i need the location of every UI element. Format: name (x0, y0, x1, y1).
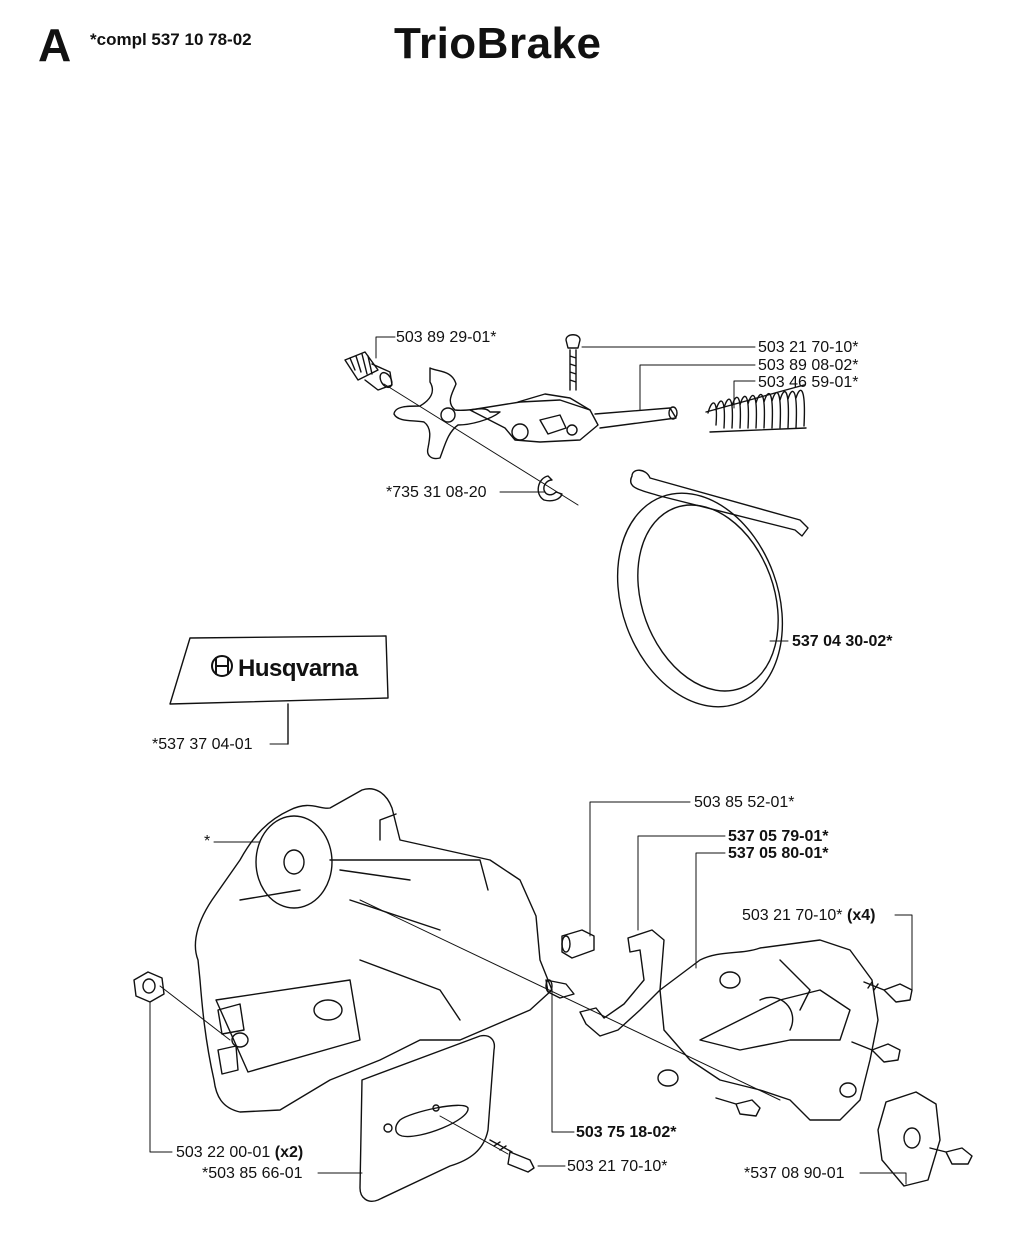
circlip-part (537, 475, 563, 502)
brake-band-part (616, 469, 809, 708)
short-pin-part (545, 979, 575, 999)
label-brake-rod: 503 89 08-02* (758, 357, 859, 374)
screw-axis-line (439, 1115, 509, 1155)
catcher-screw (929, 1147, 973, 1165)
housing-screws-part-number: 503 21 70-10* (742, 907, 843, 924)
nut-quantity: (x2) (274, 1144, 304, 1161)
top-screw-part (565, 334, 581, 391)
long-pin-part (561, 929, 595, 959)
label-bracket-b: 537 05 80-01* (728, 845, 829, 862)
chain-brake-housing-part (657, 939, 879, 1121)
label-catcher: *537 08 90-01 (744, 1165, 845, 1182)
label-nut: 503 22 00-01 (x2) (176, 1145, 303, 1161)
husqvarna-crown-icon (211, 655, 233, 677)
chain-guide-plate-part (359, 1034, 496, 1202)
complete-assembly-note: *compl 537 10 78-02 (90, 30, 252, 49)
bottom-screw-part (489, 1139, 535, 1173)
label-bracket-a: 537 05 79-01* (728, 828, 829, 845)
upper-axis-line (383, 383, 579, 506)
decal-plate (169, 635, 389, 745)
housing-screws-quantity: (x4) (846, 907, 876, 924)
label-cover-asterisk: * (204, 833, 211, 850)
brake-rod-part (594, 406, 678, 429)
label-spring: 503 46 59-01* (758, 374, 859, 391)
housing-screw-1 (863, 981, 913, 1003)
label-short-pin: 503 75 18-02* (576, 1124, 677, 1141)
label-brake-bushing: 503 89 29-01* (396, 329, 497, 346)
label-decal: *537 37 04-01 (152, 736, 253, 753)
nut-axis-line (159, 985, 231, 1041)
housing-screw-3 (715, 1097, 761, 1117)
label-bottom-screw: 503 21 70-10* (567, 1158, 668, 1175)
label-top-screw: 503 21 70-10* (758, 339, 859, 356)
brake-bracket-part (579, 929, 665, 1037)
clutch-cover-part (194, 788, 553, 1113)
lower-axis-line (359, 899, 781, 1101)
label-chain-plate: *503 85 66-01 (202, 1165, 303, 1182)
label-brake-band: 537 04 30-02* (792, 633, 893, 650)
nut-part-number: 503 22 00-01 (176, 1144, 271, 1161)
section-letter: A (38, 19, 72, 71)
chain-catcher-part (877, 1091, 941, 1187)
leader-lines (149, 336, 913, 1185)
page-title: TrioBrake (394, 19, 602, 68)
decal-brand-text: Husqvarna (238, 655, 358, 682)
label-long-pin: 503 85 52-01* (694, 794, 795, 811)
nut-part (133, 971, 165, 1003)
housing-screw-2 (851, 1041, 901, 1063)
brake-lever-part (393, 367, 599, 460)
brake-bushing-part (344, 351, 393, 391)
label-housing-screws: 503 21 70-10* (x4) (742, 908, 875, 924)
spring-part (705, 384, 807, 433)
label-circlip: *735 31 08-20 (386, 484, 487, 501)
